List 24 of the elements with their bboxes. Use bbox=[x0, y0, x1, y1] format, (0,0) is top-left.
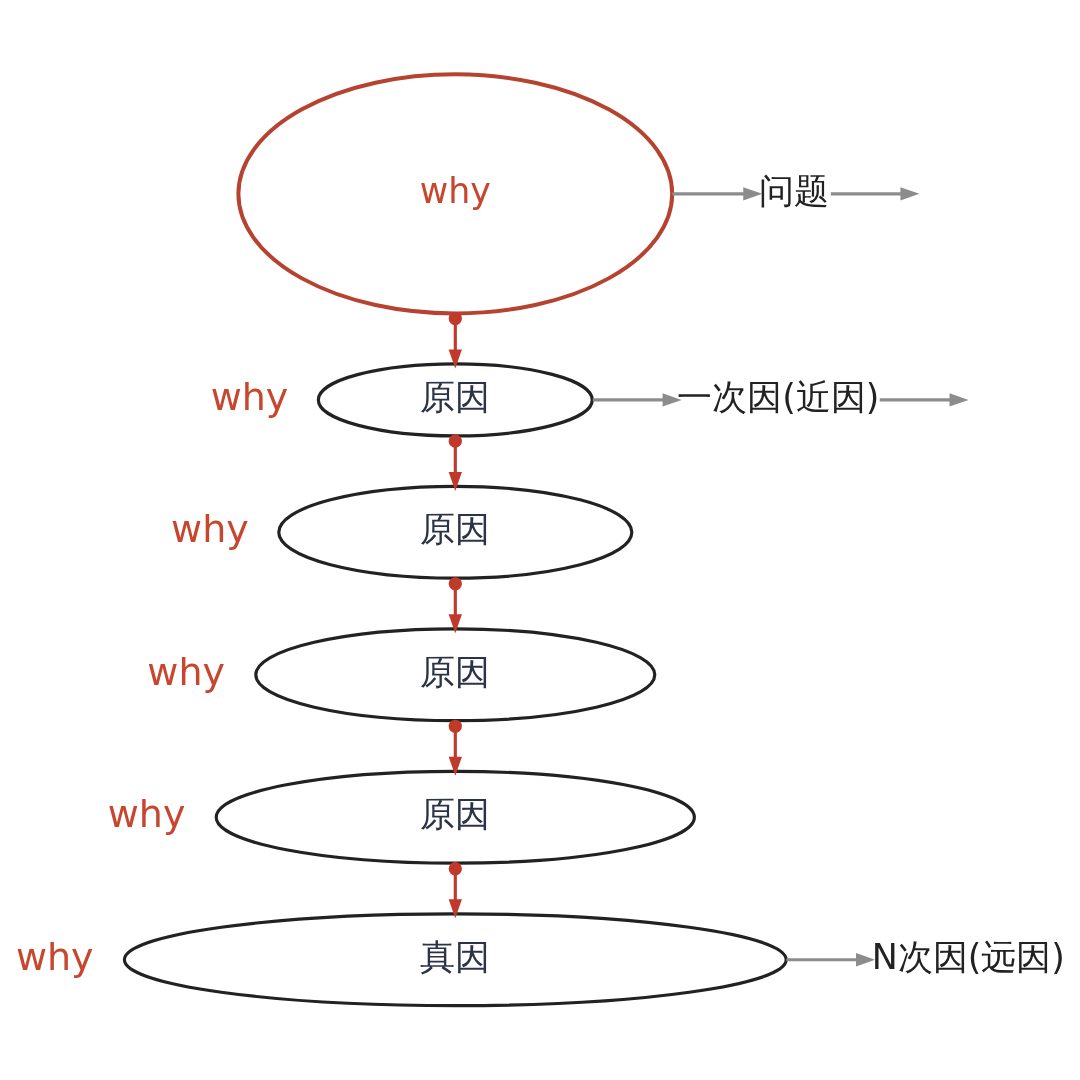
node-ellipse: 原因 bbox=[316, 362, 594, 438]
arrow bbox=[448, 311, 462, 369]
arrow bbox=[830, 187, 920, 201]
node-label: why bbox=[210, 374, 289, 419]
node-text: N次因(远因) bbox=[871, 936, 1065, 977]
node-label: why bbox=[147, 649, 225, 694]
node-ellipse: 原因 bbox=[214, 769, 696, 865]
arrow bbox=[879, 393, 969, 407]
node-text: 问题 bbox=[759, 170, 830, 211]
arrow bbox=[448, 577, 462, 634]
node-label: why bbox=[15, 934, 94, 979]
node-text: 一次因(近因) bbox=[677, 376, 880, 417]
arrow bbox=[786, 953, 876, 967]
arrow bbox=[448, 862, 462, 919]
arrow bbox=[448, 434, 462, 492]
arrow bbox=[448, 719, 462, 776]
node-ellipse: 原因 bbox=[254, 627, 657, 723]
node-ellipse: 真因 bbox=[122, 912, 788, 1008]
node-label: why bbox=[171, 507, 249, 552]
arrow bbox=[592, 393, 682, 407]
node-ellipse: why bbox=[236, 72, 675, 316]
node-label: why bbox=[107, 792, 186, 837]
node-ellipse: 原因 bbox=[277, 484, 634, 580]
arrow bbox=[672, 187, 763, 201]
